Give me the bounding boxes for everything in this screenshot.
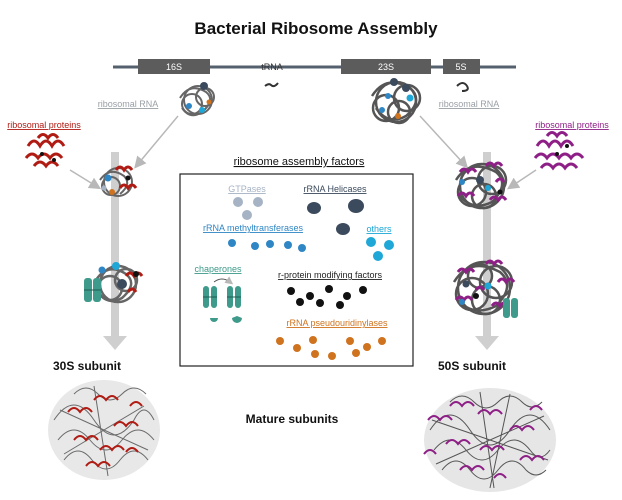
- rprotein-modifier-icons: [287, 285, 367, 309]
- gtpase-icons: [233, 197, 263, 220]
- 50s-intermediate-late: [452, 259, 518, 318]
- segment-5s-label: 5S: [455, 62, 466, 72]
- rprotein-modifying-label: r-protein modifying factors: [278, 270, 383, 280]
- 50s-subunit-label: 50S subunit: [438, 359, 506, 373]
- 30s-intermediate-early: [99, 165, 138, 197]
- segment-16s-box: [138, 59, 210, 74]
- 5s-rna-icon: [456, 82, 469, 92]
- methyltransferase-icons: [228, 239, 306, 252]
- right-rrna-label: ribosomal RNA: [439, 99, 500, 109]
- others-label: others: [366, 224, 392, 234]
- protein-coil-icon: [533, 131, 585, 171]
- segment-23s-label: 23S: [378, 62, 394, 72]
- segment-trna-label: tRNA: [261, 62, 283, 72]
- helicases-label: rRNA Helicases: [303, 184, 367, 194]
- others-icons: [366, 237, 394, 261]
- ribosome-structure-icon: [423, 388, 556, 492]
- segment-16s-label: 16S: [166, 62, 182, 72]
- left-progression-arrow: [103, 152, 127, 350]
- methyltransferases-label: rRNA methyltransferases: [203, 223, 304, 233]
- converging-arrows: [69, 115, 537, 190]
- factors-heading: ribosome assembly factors: [234, 156, 365, 168]
- right-rprotein-label: ribosomal proteins: [535, 120, 609, 130]
- helicase-icons: [307, 199, 364, 235]
- rrna-operon: 16S tRNA 23S 5S: [113, 59, 516, 92]
- chaperones-label: chaperones: [194, 264, 242, 274]
- factors-box: [179, 173, 414, 367]
- barrel-chaperone-icon: [84, 278, 101, 302]
- pseudouridinylase-icons: [276, 336, 386, 360]
- 30s-subunit-label: 30S subunit: [53, 359, 121, 373]
- rna-coil-icon: [179, 82, 215, 117]
- gtpases-label: GTPases: [228, 184, 266, 194]
- chaperone-icons: [203, 276, 242, 323]
- diagram-title: Bacterial Ribosome Assembly: [194, 19, 438, 38]
- pseudouridinylases-label: rRNA pseudouridinylases: [286, 318, 388, 328]
- left-rrna-label: ribosomal RNA: [98, 99, 159, 109]
- mature-subunits-label: Mature subunits: [246, 412, 339, 426]
- barrel-chaperone-icon: [503, 298, 518, 318]
- 50s-intermediate-early: [454, 161, 508, 210]
- protein-coil-icon: [24, 133, 66, 169]
- 30s-intermediate-late: [84, 262, 144, 304]
- trna-icon: [264, 82, 279, 88]
- right-progression-arrow: [475, 152, 499, 350]
- segment-5s-box: [443, 59, 480, 74]
- segment-23s-box: [341, 59, 431, 74]
- barrel-chaperone-icon: [203, 286, 217, 308]
- rna-coil-icon: [370, 78, 422, 125]
- ribosome-structure-icon: [48, 380, 160, 480]
- left-rprotein-label: ribosomal proteins: [7, 120, 81, 130]
- barrel-chaperone-icon: [227, 286, 241, 308]
